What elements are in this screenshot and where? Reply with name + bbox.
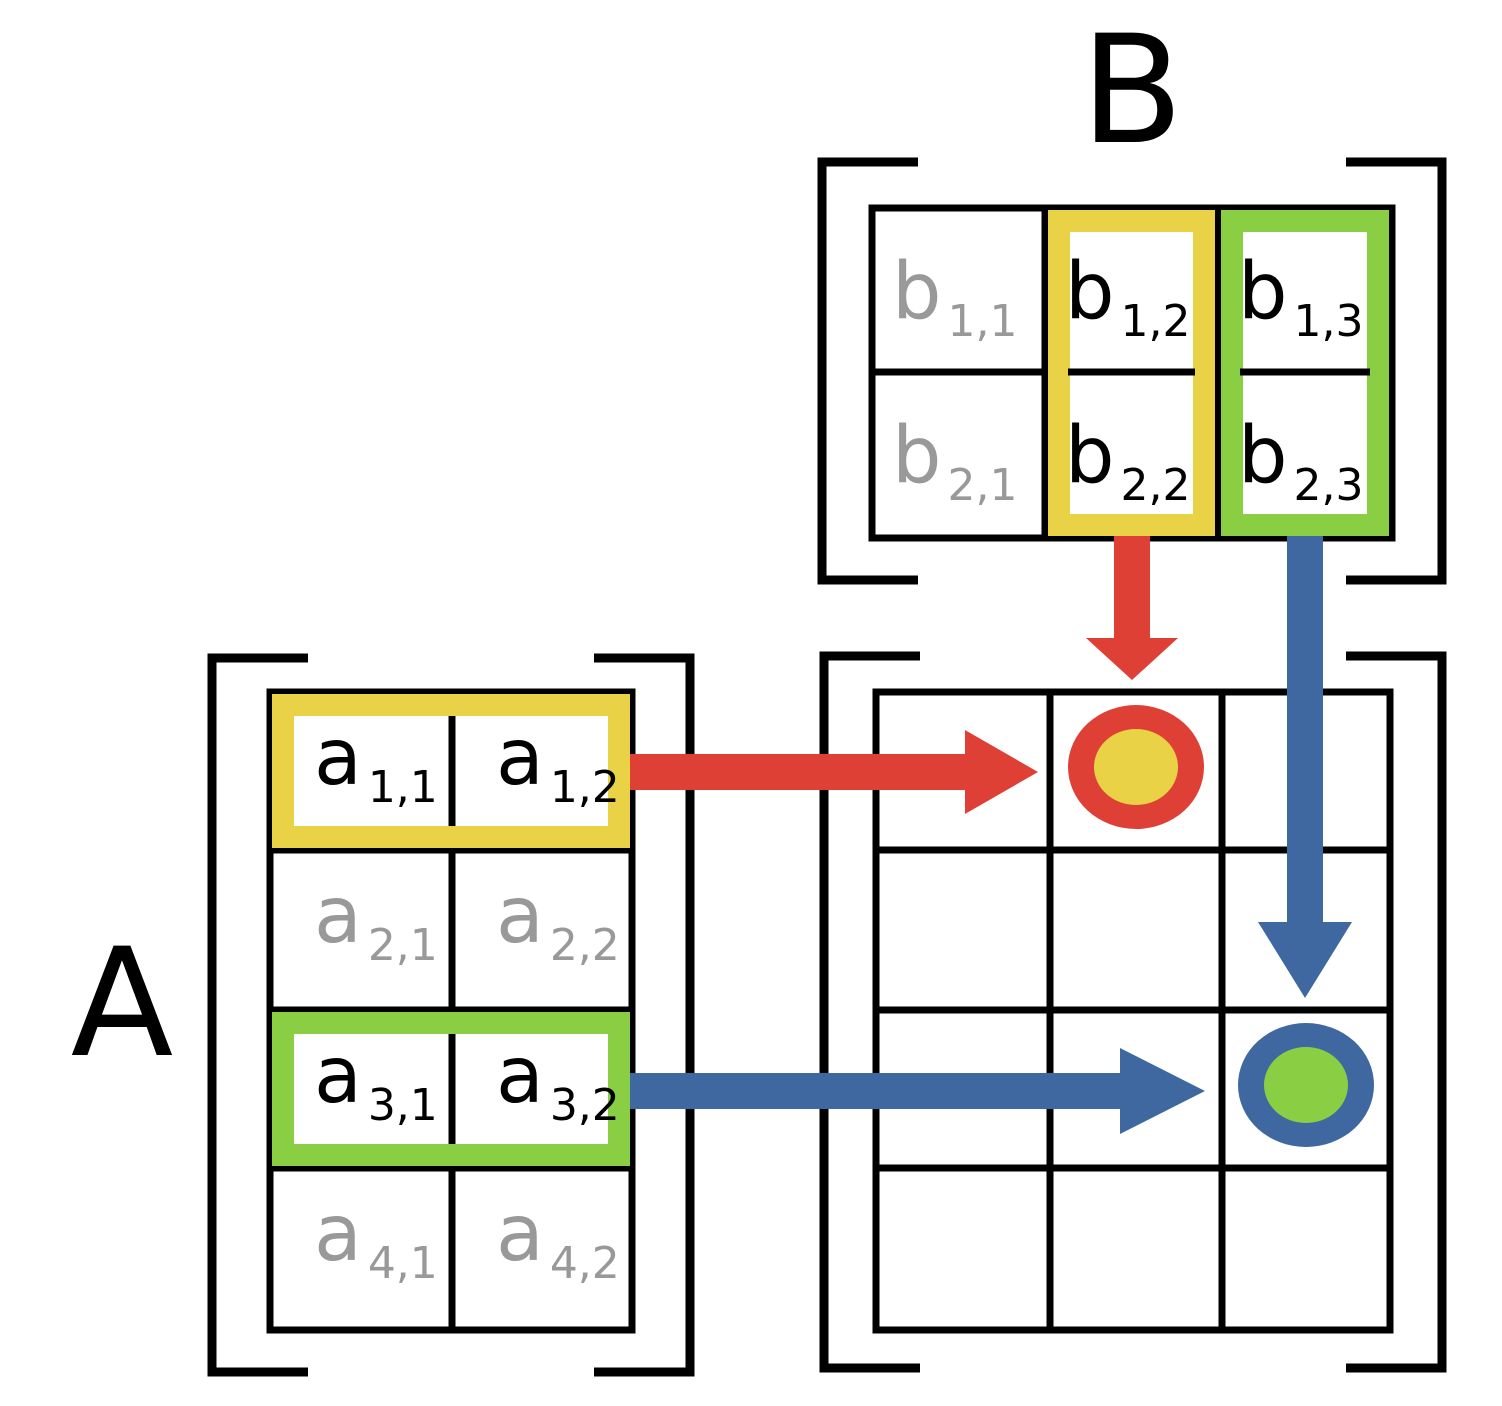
- entry-subscript: 2,1: [948, 460, 1018, 511]
- entry-base: a: [496, 1189, 544, 1279]
- matrix-a-right-bracket: [594, 653, 695, 1377]
- matrix-a-left-bracket: [207, 653, 308, 1377]
- entry-subscript: 3,2: [550, 1080, 620, 1131]
- matrix-b-right-bracket: [1346, 157, 1447, 585]
- matrix-b-col-highlight-2: [1048, 210, 1215, 536]
- entry-subscript: 1,2: [1121, 296, 1191, 347]
- entry-base: b: [892, 411, 942, 501]
- entry-subscript: 4,1: [368, 1238, 438, 1289]
- label-b: B: [1081, 4, 1184, 178]
- entry-base: b: [1065, 411, 1115, 501]
- entry-base: a: [314, 871, 362, 961]
- result-matrix-right-bracket: [1346, 651, 1447, 1373]
- entry-subscript: 3,1: [368, 1080, 438, 1131]
- matrix-a-row-highlight-3: [272, 1012, 630, 1166]
- entry-base: b: [1238, 411, 1288, 501]
- matrix-b-left-bracket: [817, 157, 918, 585]
- entry-subscript: 2,2: [1121, 460, 1191, 511]
- label-a: A: [71, 917, 174, 1091]
- result-matrix-left-bracket: [819, 651, 920, 1373]
- entry-base: a: [314, 1031, 362, 1121]
- result-cell-1-2-dot: [1094, 729, 1178, 805]
- blue-arrow-right: [630, 1048, 1205, 1134]
- entry-base: b: [1065, 247, 1115, 337]
- entry-subscript: 2,2: [550, 920, 620, 971]
- entry-subscript: 1,2: [550, 762, 620, 813]
- entry-subscript: 1,1: [948, 296, 1018, 347]
- red-arrow-down: [1086, 536, 1178, 680]
- entry-subscript: 1,1: [368, 762, 438, 813]
- entry-subscript: 2,3: [1294, 460, 1364, 511]
- entry-subscript: 4,2: [550, 1238, 620, 1289]
- entry-subscript: 1,3: [1294, 296, 1364, 347]
- result-cell-3-3-dot: [1264, 1047, 1348, 1123]
- entry-subscript: 2,1: [368, 920, 438, 971]
- blue-arrow-down: [1258, 536, 1352, 998]
- entry-base: a: [496, 713, 544, 803]
- entry-base: a: [496, 1031, 544, 1121]
- entry-base: b: [1238, 247, 1288, 337]
- matrix-a-row-highlight-1: [272, 694, 630, 848]
- entry-base: a: [314, 1189, 362, 1279]
- red-arrow-right: [630, 730, 1038, 814]
- matrix-b-col-highlight-3: [1221, 210, 1389, 536]
- entry-base: a: [496, 871, 544, 961]
- entry-base: b: [892, 247, 942, 337]
- entry-base: a: [314, 713, 362, 803]
